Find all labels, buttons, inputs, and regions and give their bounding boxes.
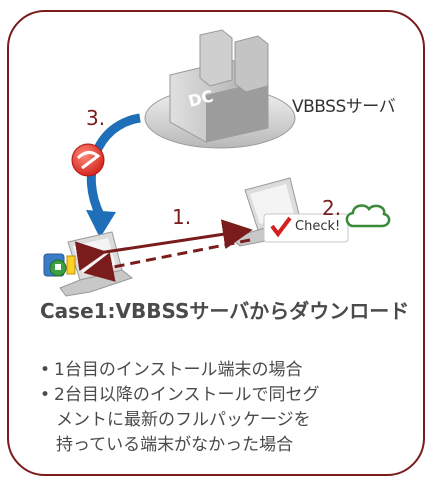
status-icons [43,253,76,277]
check-popup-text: Check! [295,219,341,234]
case-bullet: 2台目以降のインストールで同セグ メントに最新のフルパッケージを 持っている端末… [40,383,425,458]
transfer-arrows [74,219,253,282]
trend-logo-icon [71,143,105,177]
case-bullet-line: 1台目のインストール端末の場合 [54,360,303,380]
case-bullet: 1台目のインストール端末の場合 [40,358,425,383]
check-mark-icon [270,216,292,238]
step-2-label: 2. [322,196,342,220]
server-icon: DC [144,29,296,149]
case-bullet-line: メントに最新のフルパッケージを [56,410,311,430]
case-bullet-list: 1台目のインストール端末の場合 2台目以降のインストールで同セグ メントに最新の… [40,358,425,458]
check-popup [263,213,349,243]
case-bullet-line: 2台目以降のインストールで同セグ [54,385,320,405]
server-label: VBBSSサーバ [292,97,396,117]
case-title: Case1:VBBSSサーバからダウンロード [40,299,410,323]
cloud-icon [345,204,391,228]
step-3-label: 3. [86,106,106,130]
case-bullet-line: 持っている端末がなかった場合 [56,435,294,455]
step-1-label: 1. [172,205,192,229]
download-arrow [86,113,141,238]
diagram-frame [7,10,425,476]
